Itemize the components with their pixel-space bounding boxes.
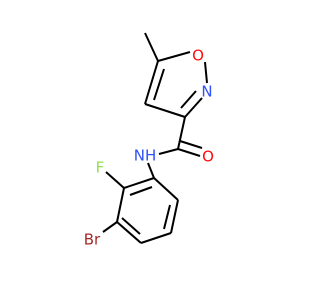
atom-nh: NH	[134, 147, 157, 165]
atom-n-ring: N	[201, 83, 212, 101]
bond-ar-c1-c6	[153, 177, 179, 201]
bond-c3-br	[102, 221, 118, 233]
bond-ar-c3-c2	[116, 187, 125, 223]
atom-f: F	[96, 159, 105, 177]
atom-br: Br	[84, 231, 101, 249]
background	[0, 0, 300, 300]
bond-methyl-c5	[144, 32, 159, 62]
bond-ar-c2-c1	[123, 177, 155, 189]
bond-c4-c5-double	[153, 68, 165, 101]
bonds	[102, 32, 208, 244]
molecule-structure-diagram: O N O NH F Br	[0, 0, 300, 300]
bond-c2-f	[105, 171, 125, 189]
bond-ar-c5-c4	[140, 232, 172, 244]
bond-carbonyl-o-double	[179, 140, 203, 149]
atom-labels: O N O NH F Br	[84, 47, 214, 249]
bond-c4-c5	[144, 60, 159, 105]
bond-ar-c4-c3-double	[121, 217, 141, 235]
bond-c3-carbonyl	[177, 116, 186, 150]
bond-ar-c6-c5-double	[163, 204, 171, 230]
atom-o-ring: O	[192, 47, 204, 65]
bond-c3-c4	[144, 103, 186, 118]
bond-o1-n2	[204, 61, 208, 84]
bond-ar-c2-c1-double	[129, 186, 153, 196]
bond-nh-c1	[147, 162, 155, 179]
bond-n2-c3-double	[180, 90, 197, 109]
bond-ar-c6-c5	[170, 199, 179, 234]
bond-ar-c4-c3	[116, 221, 142, 244]
bond-carbonyl-o	[177, 148, 201, 157]
bond-n2-c3	[184, 97, 203, 118]
atom-o-carbonyl: O	[202, 148, 214, 166]
bond-carbonyl-nh	[158, 148, 179, 155]
bond-c5-o1	[157, 51, 191, 62]
